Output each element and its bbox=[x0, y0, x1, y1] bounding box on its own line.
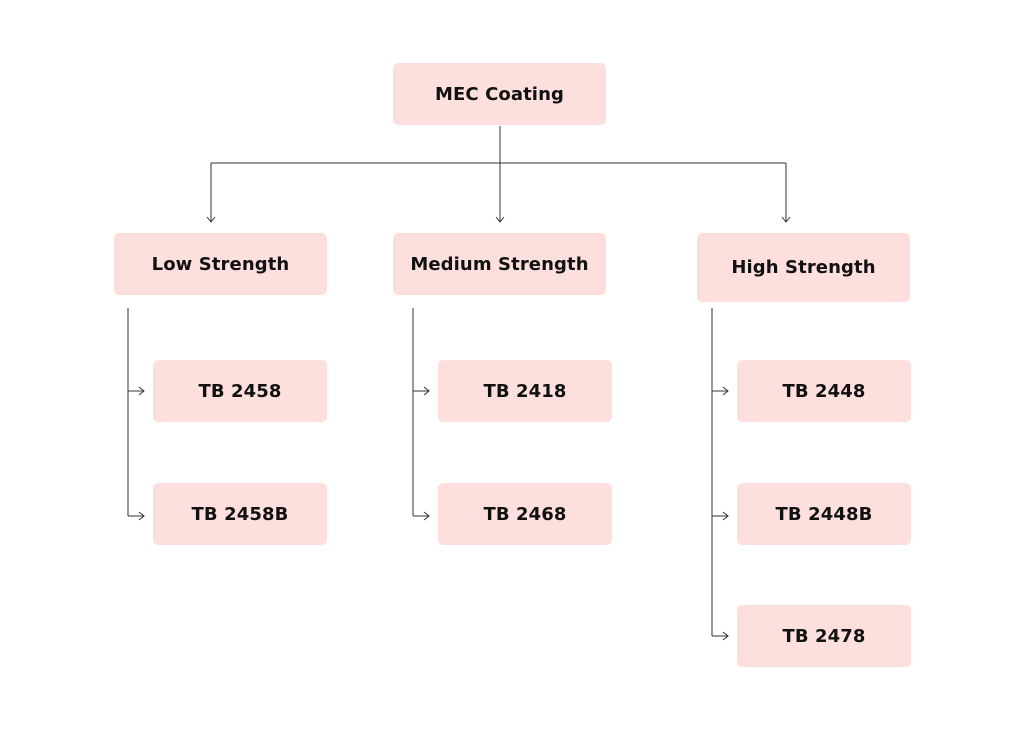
child-connectors-medium bbox=[412, 308, 430, 521]
arrowhead-medium bbox=[495, 216, 505, 223]
category-node-medium-strength: Medium Strength bbox=[393, 233, 606, 295]
category-label: Medium Strength bbox=[410, 253, 589, 275]
product-label: TB 2468 bbox=[483, 503, 567, 525]
root-connectors bbox=[206, 126, 791, 223]
product-label: TB 2448B bbox=[775, 503, 873, 525]
product-node: TB 2448 bbox=[737, 360, 911, 422]
category-label: High Strength bbox=[731, 257, 876, 278]
product-node: TB 2458B bbox=[153, 483, 327, 545]
category-node-high-strength: High Strength bbox=[697, 233, 910, 302]
arrowhead-high bbox=[781, 216, 791, 223]
arrowhead-low bbox=[206, 216, 216, 223]
product-label: TB 2478 bbox=[782, 625, 866, 647]
product-node: TB 2418 bbox=[438, 360, 612, 422]
child-connectors-high bbox=[711, 308, 729, 641]
category-node-low-strength: Low Strength bbox=[114, 233, 327, 295]
root-node: MEC Coating bbox=[393, 63, 606, 125]
category-label: Low Strength bbox=[151, 253, 290, 275]
child-connectors-low bbox=[127, 308, 145, 521]
arrowhead-medium-2 bbox=[423, 511, 430, 521]
product-label: TB 2458B bbox=[191, 503, 289, 525]
product-node: TB 2468 bbox=[438, 483, 612, 545]
arrowhead-high-2 bbox=[722, 511, 729, 521]
product-label: TB 2448 bbox=[782, 380, 866, 402]
arrowhead-low-1 bbox=[138, 386, 145, 396]
arrowhead-low-2 bbox=[138, 511, 145, 521]
product-node: TB 2448B bbox=[737, 483, 911, 545]
product-label: TB 2418 bbox=[483, 380, 567, 402]
arrowhead-medium-1 bbox=[423, 386, 430, 396]
product-label: TB 2458 bbox=[198, 380, 282, 402]
arrowhead-high-3 bbox=[722, 631, 729, 641]
product-node: TB 2478 bbox=[737, 605, 911, 667]
arrowhead-high-1 bbox=[722, 386, 729, 396]
product-node: TB 2458 bbox=[153, 360, 327, 422]
root-node-label: MEC Coating bbox=[435, 83, 564, 105]
